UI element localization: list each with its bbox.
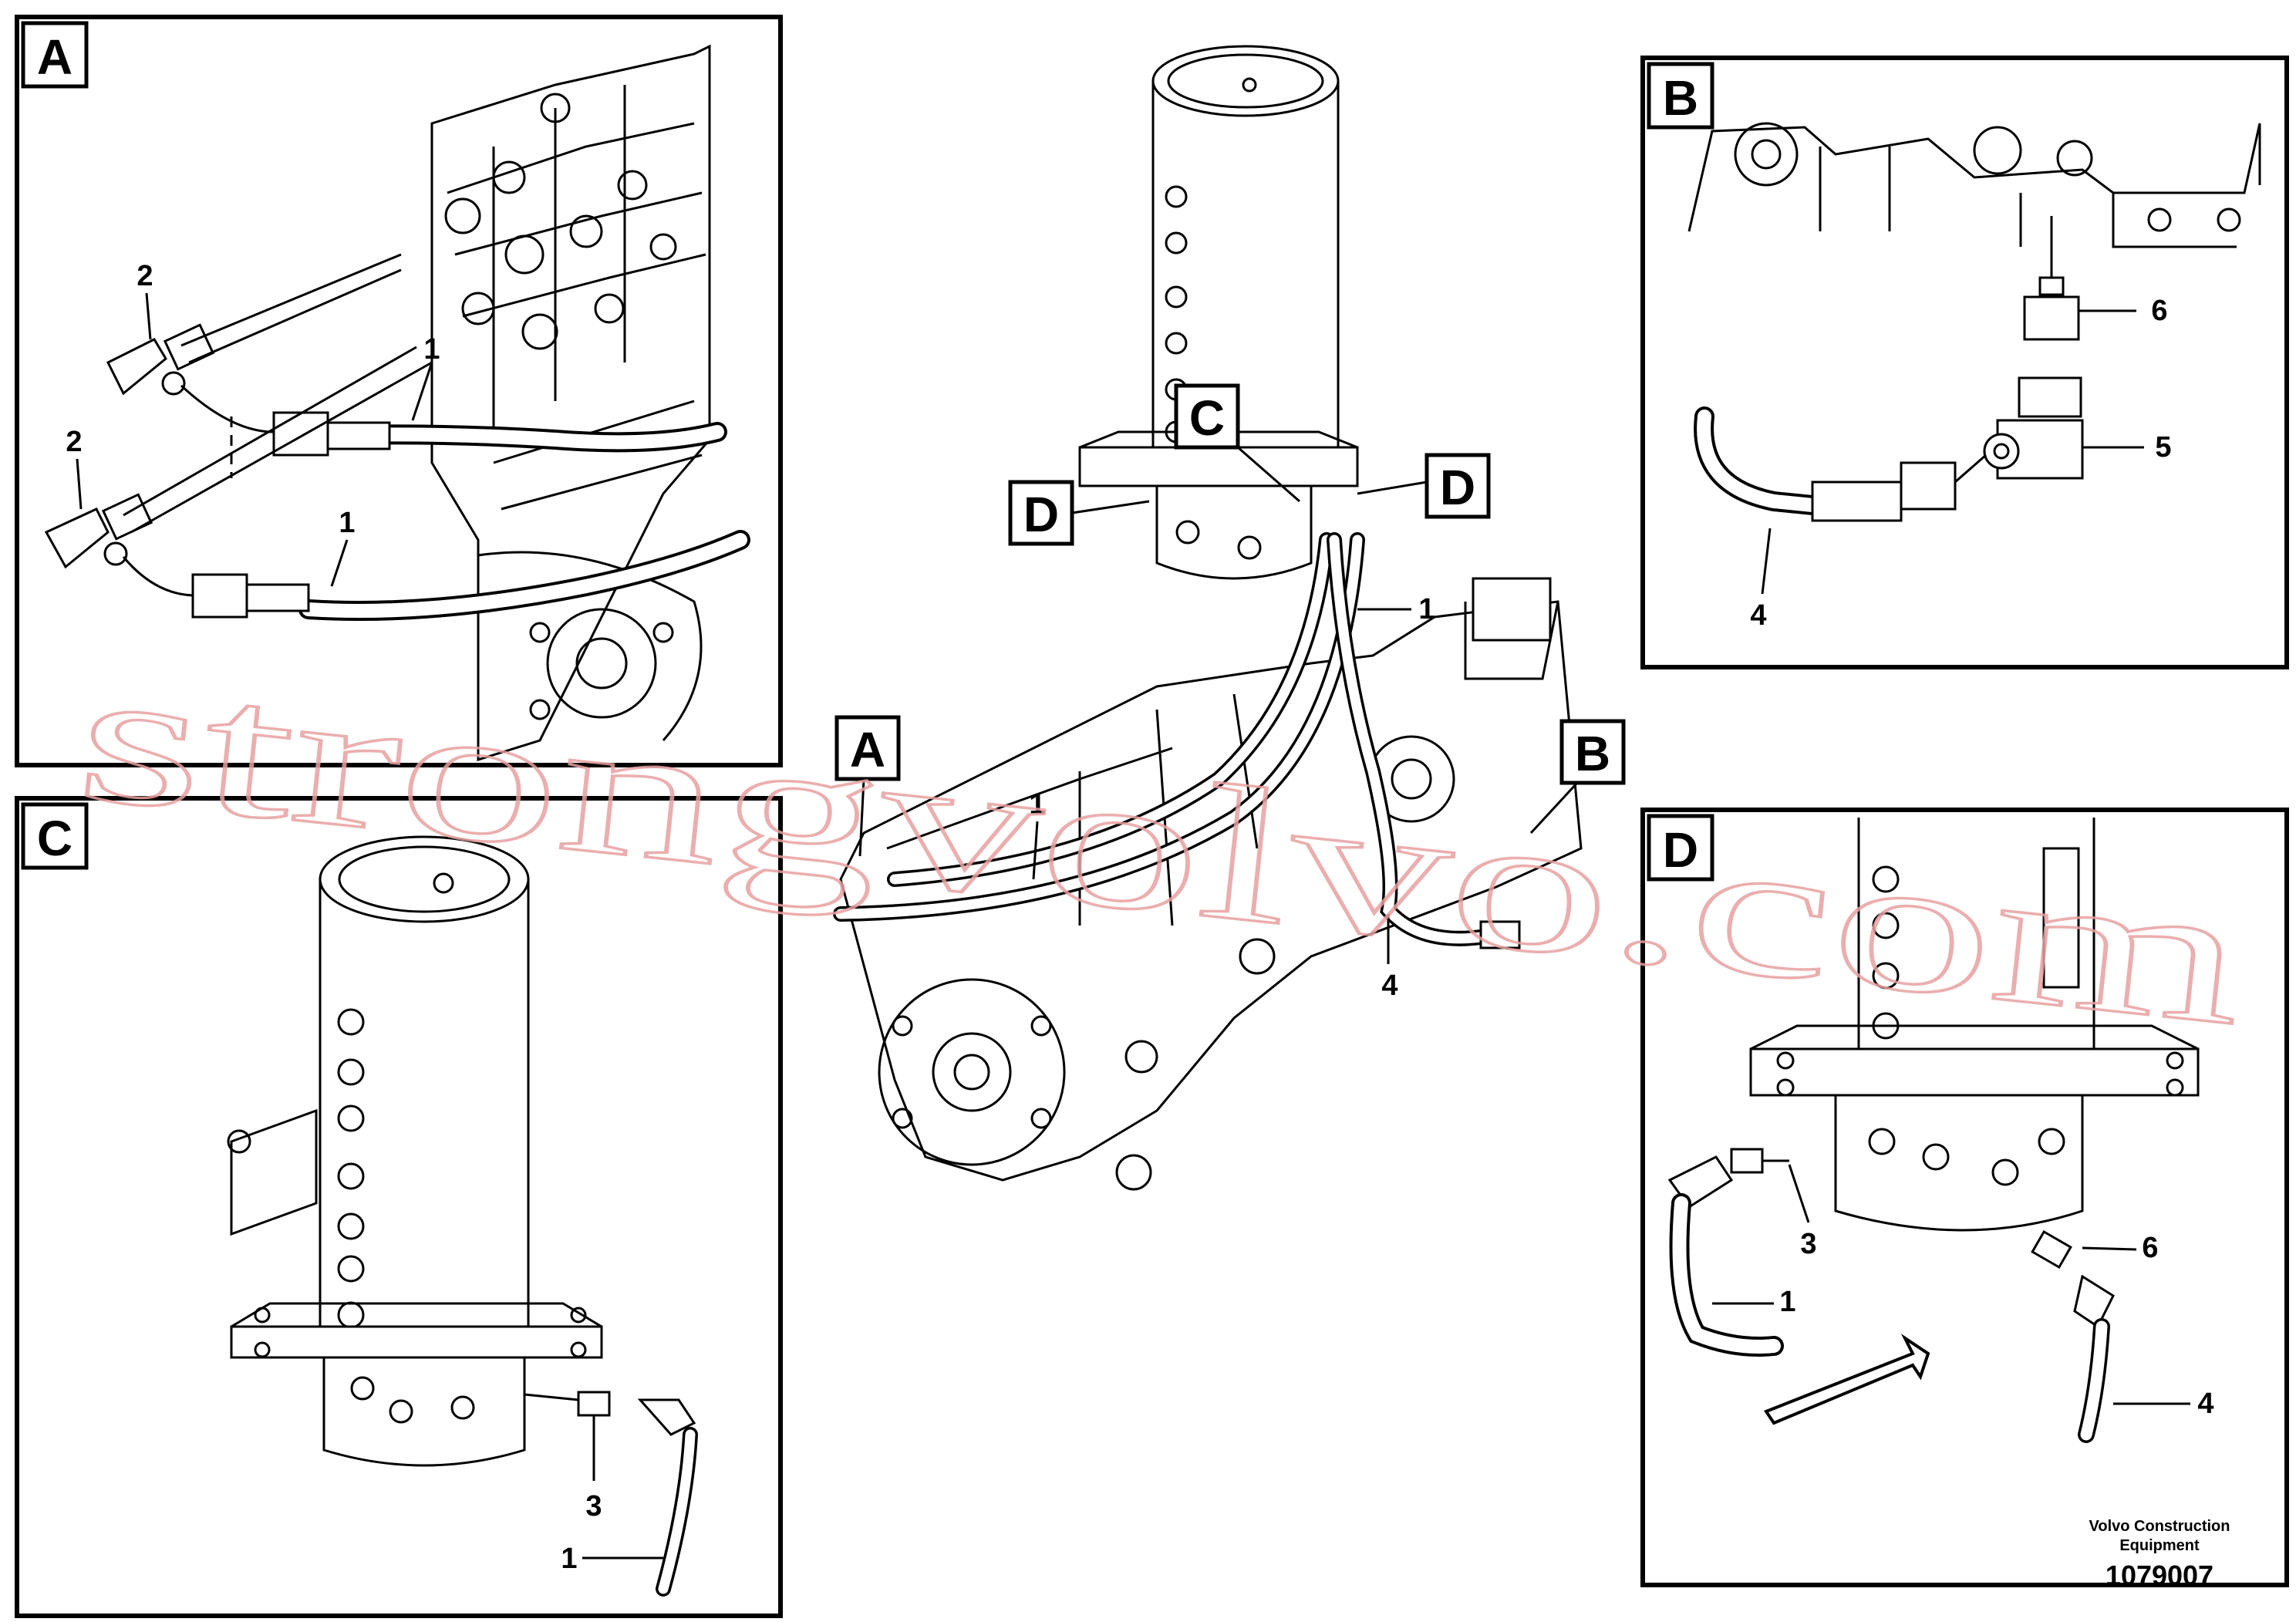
marker-a: A <box>834 715 901 857</box>
callout-4: 4 <box>2197 1388 2213 1420</box>
marker-b-letter: B <box>1575 726 1610 781</box>
callout-2: 2 <box>66 426 82 458</box>
hose-assembly-upper <box>180 253 727 457</box>
pump-housing-b <box>1687 122 2261 278</box>
panel-d-leaders <box>1712 1164 2190 1405</box>
callout-1: 1 <box>423 333 440 366</box>
elbow-fitting-5 <box>1983 376 2084 480</box>
company-line-2: Equipment <box>2119 1537 2200 1554</box>
callout-1: 1 <box>1029 788 1045 821</box>
callout-3: 3 <box>1800 1228 1816 1260</box>
panel-b-leaders <box>1761 309 2144 595</box>
panel-a-letter: A <box>37 29 72 85</box>
callout-5: 5 <box>2155 431 2171 464</box>
callout-1: 1 <box>1418 593 1435 626</box>
panel-c-leaders <box>582 1415 663 1560</box>
marker-d-left: D <box>1008 480 1150 546</box>
callout-1: 1 <box>561 1543 577 1575</box>
swivel-joint-main <box>1078 45 1359 580</box>
panel-a-leaders <box>76 292 433 587</box>
detail-panel-c: C 3 <box>15 796 783 1618</box>
marker-a-letter: A <box>850 722 885 777</box>
detail-panel-b: B 6 5 <box>1640 56 2289 669</box>
panel-d-letter: D <box>1663 822 1698 878</box>
callout-1: 1 <box>339 507 355 539</box>
panel-c-letter: C <box>37 811 72 866</box>
callout-1: 1 <box>1779 1286 1795 1318</box>
main-leaders <box>1032 608 1411 964</box>
rotary-swivel-joint-d <box>1749 818 2200 1232</box>
marker-d-letter: D <box>1023 487 1059 542</box>
hose-4-b <box>1694 406 1987 522</box>
fitting-and-hose-c <box>524 1391 698 1597</box>
marker-c: C <box>1174 383 1300 503</box>
fittings-and-hoses-d <box>1667 1148 2115 1443</box>
callout-4: 4 <box>1381 969 1397 1002</box>
hose-assembly-lower <box>122 346 750 621</box>
marker-c-letter: C <box>1189 390 1225 446</box>
hose-1-main-right <box>833 532 1365 922</box>
control-valve-block <box>430 44 711 762</box>
callout-3: 3 <box>585 1490 602 1523</box>
marker-b: B <box>1529 719 1626 835</box>
rotary-swivel-joint <box>227 835 603 1467</box>
main-assembly-view: A B C D D 1 1 4 <box>833 45 1626 1191</box>
detail-panel-a: A <box>15 15 783 767</box>
callout-6: 6 <box>2142 1232 2158 1264</box>
transmission-and-pumps <box>839 577 1583 1191</box>
hose-1-main-left <box>887 532 1334 887</box>
callout-6: 6 <box>2151 295 2167 327</box>
hose-4-main <box>1327 532 1521 949</box>
drawing-number: 1079007 <box>2106 1560 2213 1591</box>
drawing-footer: Volvo Construction Equipment 1079007 <box>2089 1518 2230 1591</box>
callout-2: 2 <box>137 260 153 292</box>
callout-4: 4 <box>1750 599 1766 632</box>
company-line-1: Volvo Construction <box>2089 1518 2230 1535</box>
marker-d-right: D <box>1357 453 1491 519</box>
panel-b-letter: B <box>1663 70 1698 126</box>
detail-panel-d: D <box>1640 808 2289 1587</box>
marker-d-letter: D <box>1440 460 1475 515</box>
adapter-fitting-6 <box>2023 276 2080 341</box>
